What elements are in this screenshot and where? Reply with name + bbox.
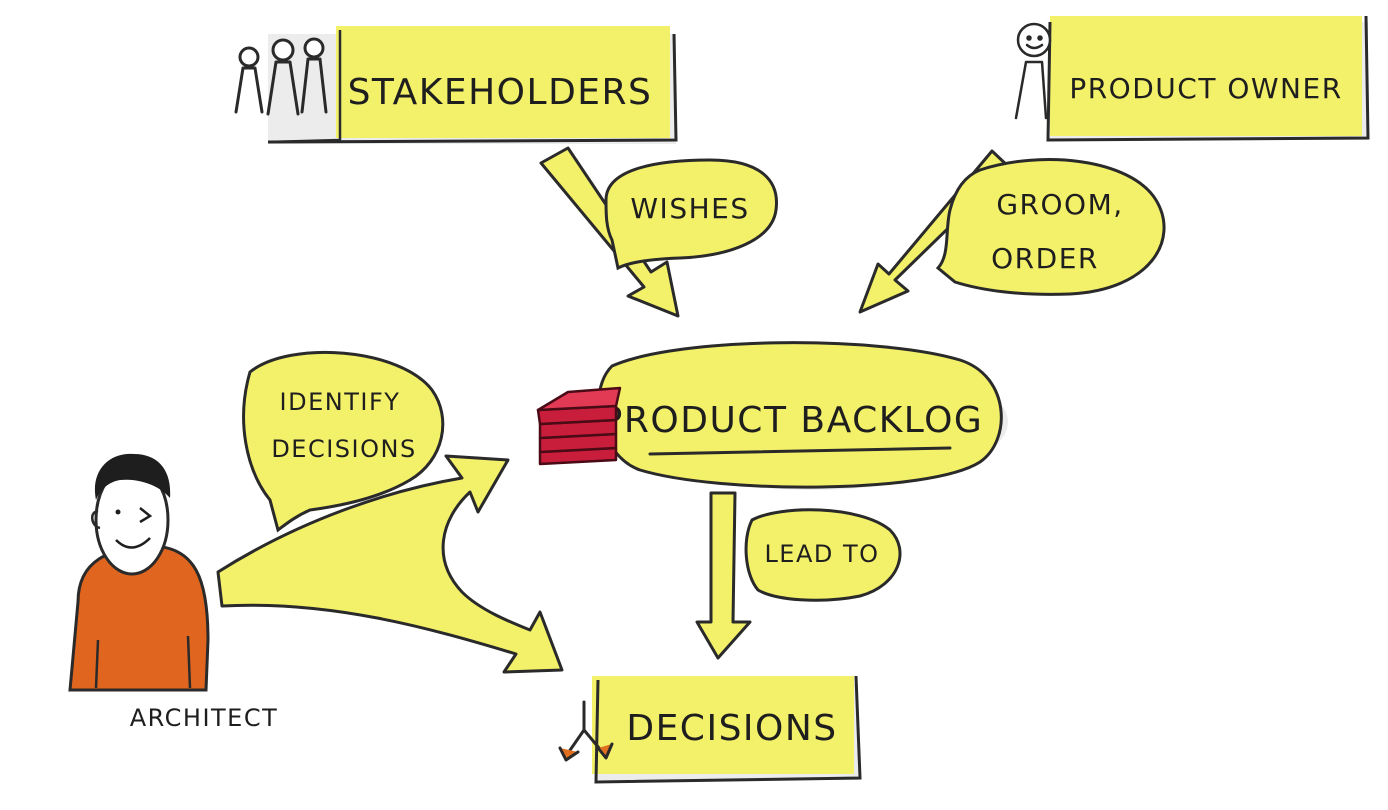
bubble-groom-order: Groom, Order (935, 158, 1166, 296)
backlog-underline (648, 446, 952, 456)
label-product-owner: Product Owner (1069, 72, 1342, 105)
label-groom: Groom, (996, 188, 1123, 221)
bubble-lead-to: Lead To (744, 508, 902, 602)
arrow-architect-fork (216, 454, 564, 674)
label-identify-decisions: Decisions (271, 435, 416, 463)
label-order: Order (991, 242, 1099, 275)
stakeholders-group-icon (234, 37, 328, 116)
label-identify: Identify (280, 388, 401, 416)
label-product-backlog: Product Backlog (601, 400, 984, 441)
decision-fork-icon (558, 700, 614, 762)
architect-person-icon (68, 453, 210, 692)
node-stakeholders: Stakeholders (267, 26, 678, 144)
bubble-identify-decisions: Identify Decisions (242, 350, 445, 533)
node-product-owner: Product Owner (1046, 15, 1370, 142)
bubble-wishes: Wishes (604, 158, 778, 271)
node-product-backlog: Product Backlog (597, 341, 1008, 490)
arrow-backlog-to-decisions (695, 491, 752, 660)
label-lead-to: Lead To (764, 540, 879, 568)
label-architect: Architect (130, 704, 279, 732)
label-stakeholders: Stakeholders (348, 72, 653, 113)
label-decisions: Decisions (626, 708, 837, 749)
product-owner-person-icon (1014, 22, 1052, 120)
backlog-stack-icon (536, 386, 622, 466)
label-wishes: Wishes (630, 192, 749, 225)
node-decisions: Decisions (592, 675, 862, 784)
